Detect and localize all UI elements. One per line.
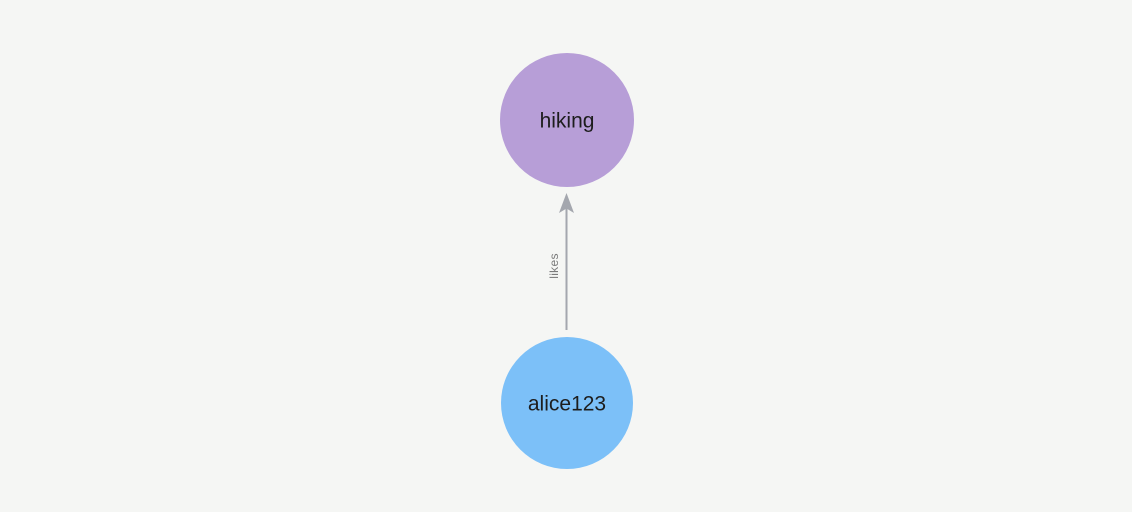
node-label-hiking: hiking [540,110,595,133]
node-label-alice123: alice123 [528,393,606,416]
node-circle-alice123[interactable] [501,337,633,469]
node-circle-hiking[interactable] [500,53,634,187]
edge-arrowhead-icon [559,193,574,213]
node-hiking[interactable]: hiking [500,53,634,187]
edge-alice123-likes-hiking[interactable]: likes [547,193,574,330]
node-alice123[interactable]: alice123 [501,337,633,469]
edge-label-likes: likes [547,253,561,279]
